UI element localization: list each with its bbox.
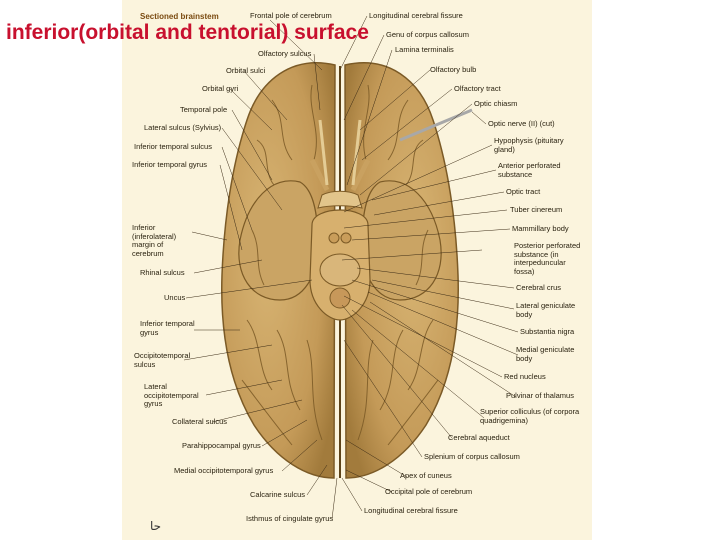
label-parahippocampal-gyrus: Parahippocampal gyrus <box>182 441 261 450</box>
label-cerebral-crus: Cerebral crus <box>516 283 562 292</box>
label-inferior-margin: Inferior (inferolateral) margin of cereb… <box>132 223 177 258</box>
label-inferior-temporal-gyrus-2: Inferior temporal gyrus <box>140 319 195 337</box>
label-hypophysis: Hypophysis (pituitary gland) <box>494 136 564 154</box>
optic-structures <box>317 190 363 209</box>
label-optic-nerve: Optic nerve (II) (cut) <box>488 119 555 128</box>
label-medial-geniculate-body: Medial geniculate body <box>516 345 575 363</box>
label-olfactory-bulb: Olfactory bulb <box>430 65 477 74</box>
label-superior-colliculus: Superior colliculus (of corpora quadrige… <box>480 407 580 425</box>
label-splenium-corpus-callosum: Splenium of corpus callosum <box>424 452 520 461</box>
label-substantia-nigra: Substantia nigra <box>520 327 575 336</box>
artist-signature: ﺣﺎ <box>150 519 162 533</box>
label-optic-tract: Optic tract <box>506 187 541 196</box>
label-optic-chiasm: Optic chiasm <box>474 99 518 108</box>
label-orbital-sulci: Orbital sulci <box>226 66 266 75</box>
label-collateral-sulcus: Collateral sulcus <box>172 417 228 426</box>
label-longitudinal-fissure-2: Longitudinal cerebral fissure <box>364 506 458 515</box>
label-lateral-geniculate-body: Lateral geniculate body <box>516 301 576 319</box>
label-orbital-gyri: Orbital gyri <box>202 84 239 93</box>
label-mammillary-body: Mammillary body <box>512 224 569 233</box>
label-lamina-terminalis: Lamina terminalis <box>395 45 454 54</box>
label-frontal-pole: Frontal pole of cerebrum <box>250 11 332 20</box>
label-lateral-sulcus: Lateral sulcus (Sylvius) <box>144 123 222 132</box>
label-inferior-temporal-sulcus: Inferior temporal sulcus <box>134 142 212 151</box>
figure-header: Sectioned brainstem <box>140 12 219 21</box>
label-lateral-occipitotemporal-gyrus: Lateral occipitotemporal gyrus <box>144 382 199 408</box>
label-genu-corpus-callosum: Genu of corpus callosum <box>386 30 469 39</box>
label-isthmus-cingulate: Isthmus of cingulate gyrus <box>246 514 334 523</box>
label-longitudinal-fissure: Longitudinal cerebral fissure <box>369 11 463 20</box>
label-temporal-pole: Temporal pole <box>180 105 228 114</box>
label-occipital-pole: Occipital pole of cerebrum <box>385 487 473 496</box>
label-olfactory-tract: Olfactory tract <box>454 84 501 93</box>
slide-title: inferior(orbital and tentorial) surface <box>6 21 369 44</box>
brain-illustration <box>183 15 519 520</box>
leader-lines <box>183 15 519 520</box>
label-apex-cuneus: Apex of cuneus <box>400 471 452 480</box>
olfactory-tracts <box>318 119 362 186</box>
label-rhinal-sulcus: Rhinal sulcus <box>140 268 185 277</box>
label-anterior-perforated-substance: Anterior perforated substance <box>498 161 561 179</box>
label-medial-occipitotemporal-gyrus: Medial occipitotemporal gyrus <box>174 466 274 475</box>
label-red-nucleus: Red nucleus <box>504 372 546 381</box>
label-olfactory-sulcus: Olfactory sulcus <box>258 49 312 58</box>
label-uncus: Uncus <box>164 293 186 302</box>
label-cerebral-aqueduct: Cerebral aqueduct <box>448 433 510 442</box>
label-inferior-temporal-gyrus: Inferior temporal gyrus <box>132 160 208 169</box>
label-calcarine-sulcus: Calcarine sulcus <box>250 490 306 499</box>
brain-figure: Sectioned brainstem Frontal pole of cere… <box>122 0 592 540</box>
label-occipitotemporal-sulcus: Occipitotemporal sulcus <box>134 351 191 369</box>
mammillary-bodies <box>328 232 340 244</box>
label-tuber-cinereum: Tuber cinereum <box>510 205 563 214</box>
label-posterior-perforated-substance: Posterior perforated substance (in inter… <box>514 241 581 276</box>
gyri-pattern <box>241 84 439 446</box>
label-pulvinar-thalamus: Pulvinar of thalamus <box>506 391 574 400</box>
cerebral-peduncles <box>319 253 361 287</box>
